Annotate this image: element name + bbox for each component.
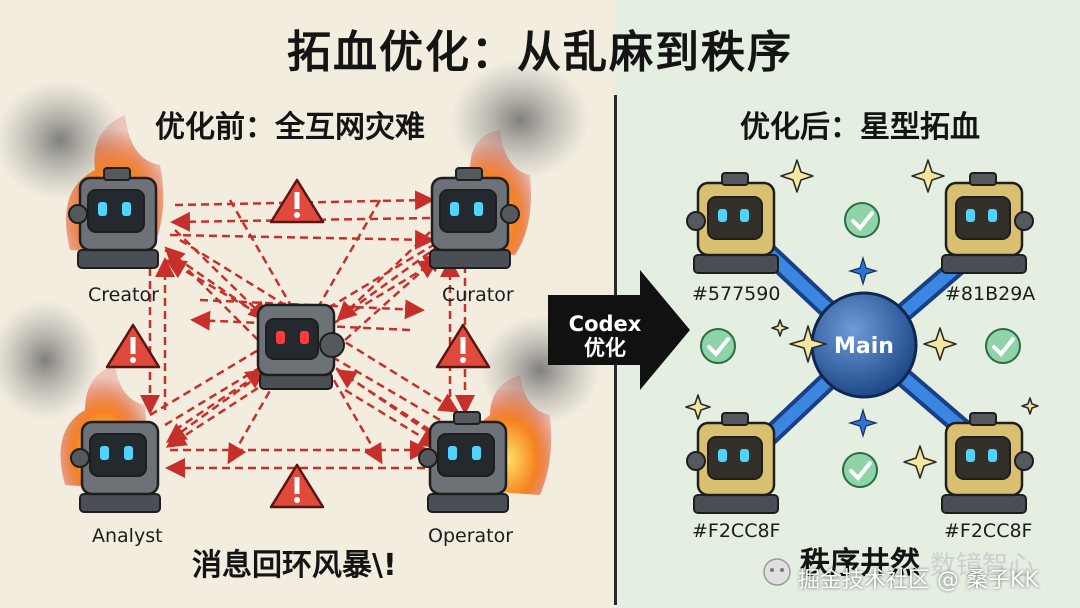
blue-sparkle-icon [847, 255, 879, 439]
page-title: 拓血优化：从乱麻到秩序 [287, 27, 793, 78]
node-label-577590: #577590 [692, 283, 781, 305]
left-caption: 消息回环风暴\! [192, 548, 397, 583]
robot-creator-icon [68, 167, 159, 269]
node-label-operator: Operator [428, 525, 514, 547]
watermark-text: 掘金技术社区 @ 桑子KK [798, 568, 1039, 593]
warning-icon [435, 323, 491, 369]
warning-icon [269, 178, 325, 224]
robot-577590-icon [686, 172, 779, 274]
left-heading: 优化前：全互网灾难 [155, 110, 425, 145]
right-caption: 秩序井然 [800, 546, 920, 581]
robot-81b29a-icon [941, 172, 1034, 274]
warning-icon [105, 323, 161, 369]
check-icon [700, 328, 736, 364]
node-label-creator: Creator [88, 284, 159, 306]
check-icon [842, 452, 878, 488]
sparkle-icon [685, 159, 1039, 479]
robot-operator-icon [418, 411, 509, 513]
node-label-f2cc8f-right: #F2CC8F [944, 520, 1033, 542]
robot-analyst-icon [70, 420, 161, 513]
robot-f2cc8f-left-icon [686, 412, 779, 514]
transition-label: Codex 优化 [565, 312, 645, 360]
robot-curator-icon [429, 167, 520, 269]
warning-icon [269, 463, 325, 509]
check-icon [985, 328, 1021, 364]
node-label-f2cc8f-left: #F2CC8F [692, 520, 781, 542]
robot-center-icon [256, 303, 345, 390]
node-label-81b29a: #81B29A [945, 283, 1036, 305]
node-label-curator: Curator [442, 284, 514, 306]
transition-label-line1: Codex [568, 312, 642, 336]
check-icon [844, 202, 880, 238]
wechat-badge-icon [763, 558, 791, 586]
hub-label: Main [834, 334, 894, 359]
watermark-faint: 数镜智心 [930, 551, 1035, 581]
transition-arrow [548, 270, 690, 390]
node-label-analyst: Analyst [92, 525, 163, 547]
chaos-arrows [140, 190, 475, 478]
robot-f2cc8f-right-icon [941, 412, 1034, 514]
transition-label-line2: 优化 [584, 336, 626, 360]
right-heading: 优化后：星型拓血 [740, 110, 980, 145]
